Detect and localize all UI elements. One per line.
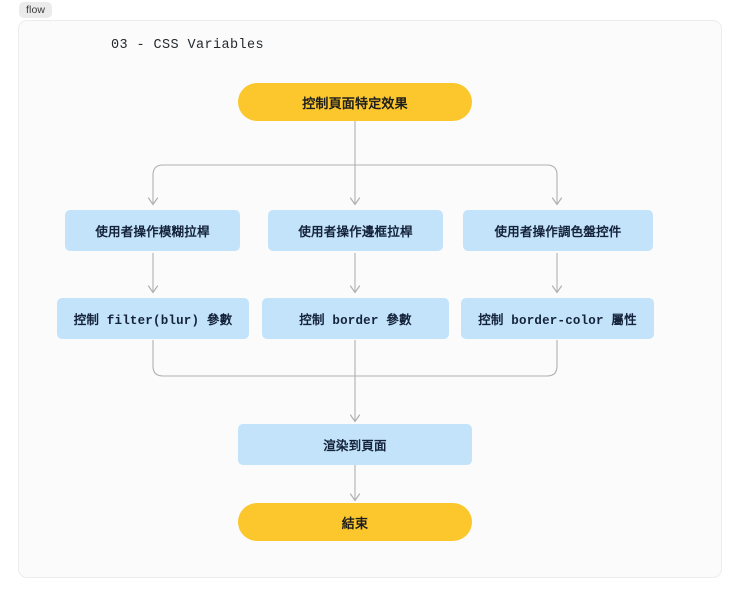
node-start[interactable]: 控制頁面特定效果 (238, 83, 472, 121)
node-input-color[interactable]: 使用者操作調色盤控件 (463, 210, 653, 251)
edge-start-to-inputs (147, 121, 563, 206)
node-input-blur[interactable]: 使用者操作模糊拉桿 (65, 210, 240, 251)
node-render-label: 渲染到頁面 (323, 439, 387, 453)
node-var-blur[interactable]: 控制 filter(blur) 參數 (57, 298, 249, 339)
node-start-label: 控制頁面特定效果 (302, 95, 408, 111)
node-var-color[interactable]: 控制 border-color 屬性 (461, 298, 654, 339)
node-input-color-label: 使用者操作調色盤控件 (494, 225, 622, 239)
edge-layer (147, 121, 563, 502)
node-end[interactable]: 結束 (238, 503, 472, 541)
diagram-title: 03 - CSS Variables (111, 38, 265, 53)
node-var-color-label: 控制 border-color 屬性 (478, 314, 637, 328)
node-var-border[interactable]: 控制 border 參數 (262, 298, 449, 339)
node-render[interactable]: 渲染到頁面 (238, 424, 472, 465)
edge-inputs-to-vars (147, 253, 563, 294)
node-input-border-label: 使用者操作邊框拉桿 (298, 225, 413, 239)
node-end-label: 結束 (341, 515, 369, 531)
node-var-border-label: 控制 border 參數 (299, 314, 412, 328)
diagram-canvas[interactable]: 03 - CSS Variables (18, 20, 722, 578)
node-var-blur-label: 控制 filter(blur) 參數 (73, 314, 233, 328)
node-input-blur-label: 使用者操作模糊拉桿 (95, 225, 210, 239)
edge-render-to-end (349, 465, 361, 502)
edge-vars-to-render (152, 340, 558, 423)
flow-badge[interactable]: flow (19, 2, 53, 18)
node-input-border[interactable]: 使用者操作邊框拉桿 (268, 210, 443, 251)
